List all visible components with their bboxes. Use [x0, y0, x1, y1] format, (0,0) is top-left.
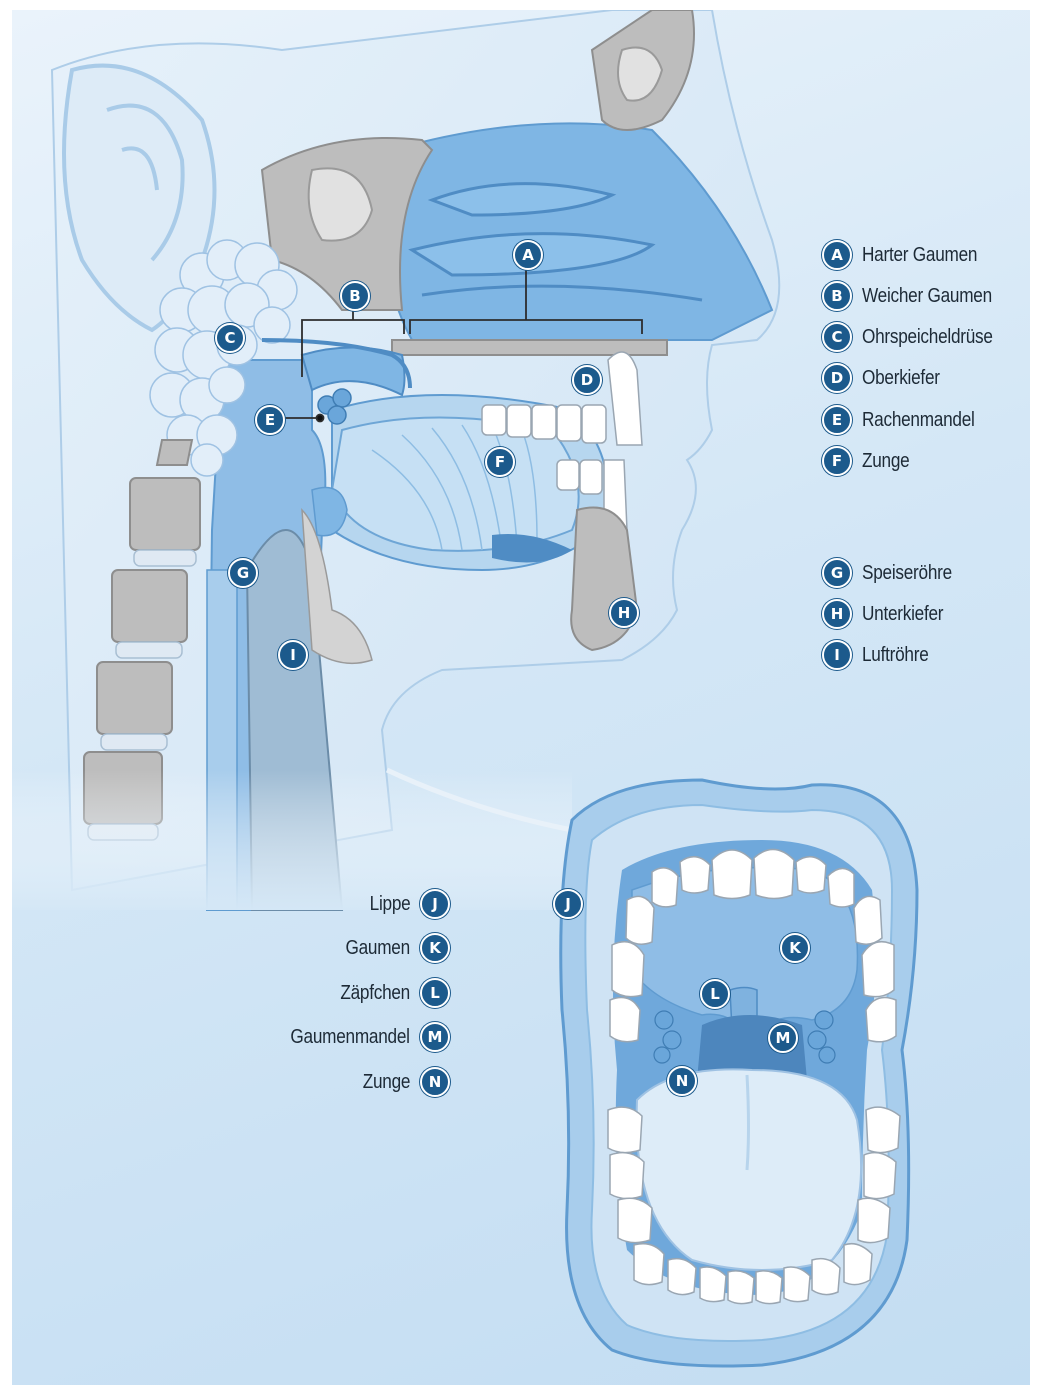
legend-item-g: G Speiseröhre	[822, 558, 967, 588]
legend-badge-j: J	[420, 889, 450, 919]
legend-label-zunge-bottom: Zunge	[363, 1071, 410, 1094]
legend-item-e: E Rachenmandel	[822, 405, 993, 435]
legend-label-luftroehre: Luftröhre	[862, 644, 929, 667]
legend-badge-h: H	[822, 599, 852, 629]
legend-badge-l: L	[420, 978, 450, 1008]
legend-item-m: M Gaumenmandel	[271, 1022, 450, 1052]
legend-label-zunge-top: Zunge	[862, 450, 909, 473]
legend-label-zaepfchen: Zäpfchen	[340, 982, 410, 1005]
legend-item-k: K Gaumen	[335, 933, 450, 963]
marker-j: J	[553, 889, 583, 919]
legend-badge-g: G	[822, 558, 852, 588]
legend-item-c: C Ohrspeicheldrüse	[822, 322, 1014, 352]
legend-badge-d: D	[822, 363, 852, 393]
legend-badge-n: N	[420, 1067, 450, 1097]
legend-item-f: F Zunge	[822, 446, 917, 476]
legend-item-d: D Oberkiefer	[822, 363, 952, 393]
marker-k: K	[780, 933, 810, 963]
legend-badge-c: C	[822, 322, 852, 352]
marker-n: N	[667, 1066, 697, 1096]
legend-label-weicher-gaumen: Weicher Gaumen	[862, 285, 992, 308]
marker-d: D	[572, 365, 602, 395]
marker-c: C	[215, 323, 245, 353]
legend-badge-e: E	[822, 405, 852, 435]
legend-label-gaumen: Gaumen	[346, 937, 410, 960]
legend-label-harter-gaumen: Harter Gaumen	[862, 244, 977, 267]
anatomy-illustration	[12, 10, 1030, 1385]
legend-badge-f: F	[822, 446, 852, 476]
legend-label-oberkiefer: Oberkiefer	[862, 367, 940, 390]
legend-label-ohrspeicheldruese: Ohrspeicheldrüse	[862, 326, 993, 349]
marker-f: F	[485, 447, 515, 477]
section-fade	[12, 770, 572, 910]
mandible	[571, 508, 637, 651]
marker-e: E	[255, 405, 285, 435]
marker-l: L	[700, 979, 730, 1009]
legend-label-gaumenmandel: Gaumenmandel	[291, 1026, 410, 1049]
marker-m: M	[768, 1023, 798, 1053]
legend-item-h: H Unterkiefer	[822, 599, 957, 629]
legend-item-l: L Zäpfchen	[329, 978, 450, 1008]
legend-label-speiseroehre: Speiseröhre	[862, 562, 952, 585]
marker-g: G	[228, 558, 258, 588]
legend-badge-a: A	[822, 240, 852, 270]
marker-a: A	[513, 240, 543, 270]
legend-label-unterkiefer: Unterkiefer	[862, 603, 943, 626]
legend-badge-b: B	[822, 281, 852, 311]
legend-badge-m: M	[420, 1022, 450, 1052]
legend-item-n: N Zunge	[355, 1067, 450, 1097]
legend-badge-i: I	[822, 640, 852, 670]
legend-item-i: I Luftröhre	[822, 640, 939, 670]
marker-b: B	[340, 281, 370, 311]
legend-label-rachenmandel: Rachenmandel	[862, 409, 975, 432]
mouth-front-view	[561, 780, 917, 1366]
diagram-frame: A B C D E F G H I J K L M N A Harter Gau…	[12, 10, 1030, 1385]
marker-h: H	[609, 598, 639, 628]
legend-item-b: B Weicher Gaumen	[822, 281, 1013, 311]
legend-badge-k: K	[420, 933, 450, 963]
legend-item-j: J Lippe	[363, 889, 450, 919]
legend-item-a: A Harter Gaumen	[822, 240, 996, 270]
marker-i: I	[278, 640, 308, 670]
legend-label-lippe: Lippe	[369, 893, 410, 916]
